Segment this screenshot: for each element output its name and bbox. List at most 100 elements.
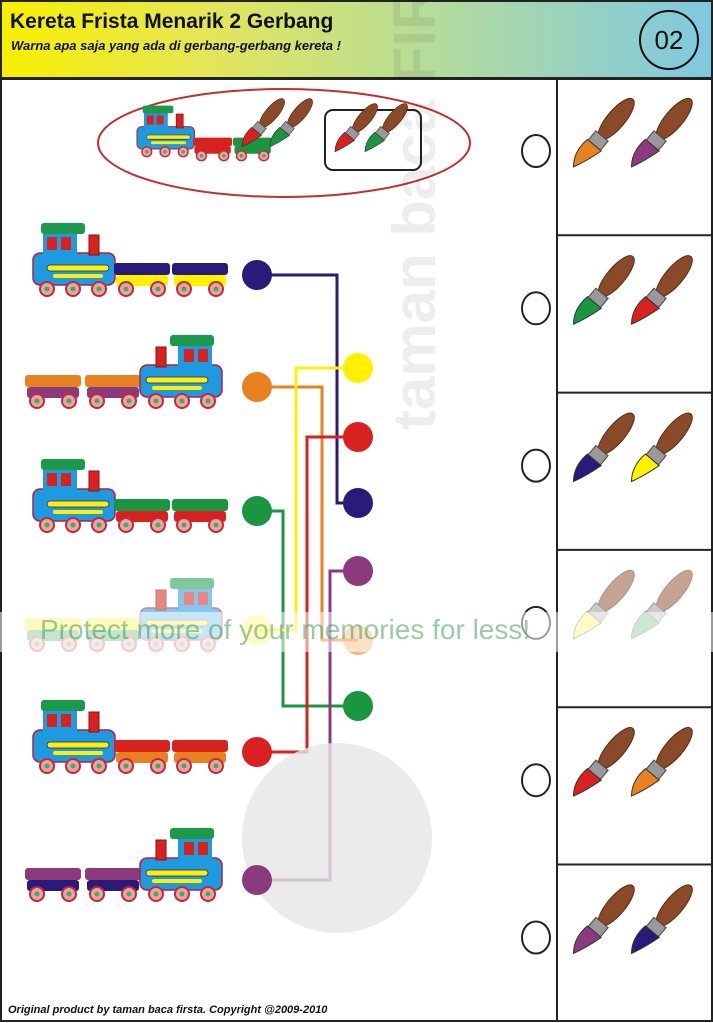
brush-tip	[630, 138, 661, 168]
wheel-hub	[155, 522, 161, 528]
locomotive-roof	[41, 700, 85, 711]
wheel-hub	[123, 522, 129, 528]
right-match-dot[interactable]	[343, 353, 373, 383]
wheel-hub	[123, 286, 129, 292]
train-car	[172, 499, 228, 533]
paintbrush-icon	[572, 412, 635, 483]
connector-line	[257, 435, 358, 754]
wheel-hub	[145, 150, 149, 154]
train-row	[32, 223, 228, 297]
car-top	[85, 375, 141, 387]
header-banner: Kereta Frista Menarik 2 Gerbang Warna ap…	[0, 0, 713, 80]
example-group	[97, 88, 471, 198]
wheel-hub	[94, 398, 100, 404]
instruction-text: Warna apa saja yang ada di gerbang-gerba…	[11, 38, 341, 53]
wheel-hub	[126, 398, 132, 404]
window	[47, 714, 57, 727]
stripe	[152, 879, 202, 883]
brush-tip	[364, 131, 386, 153]
car-top	[25, 375, 81, 387]
locomotive-roof	[142, 105, 174, 114]
car-top	[114, 263, 170, 275]
wheel-hub	[123, 763, 129, 769]
wheel-hub	[205, 891, 211, 897]
brush-tip	[630, 296, 661, 325]
answer-choice-circle[interactable]	[521, 291, 551, 326]
faded-blob	[242, 743, 432, 933]
wheel-hub	[213, 286, 219, 292]
right-match-dot[interactable]	[343, 422, 373, 452]
chimney	[175, 113, 184, 129]
wheel-hub	[70, 286, 76, 292]
answer-choice-circle[interactable]	[521, 448, 551, 483]
train-car	[25, 375, 81, 409]
answer-choice-circle[interactable]	[521, 920, 551, 955]
vertical-watermark: taman baca FIRSTA	[381, 0, 448, 430]
window	[184, 592, 194, 605]
car-top	[193, 137, 233, 146]
window	[198, 842, 208, 855]
left-match-dot[interactable]	[242, 496, 272, 526]
paintbrush-icon	[334, 103, 378, 153]
stripe	[53, 510, 103, 514]
brush-tip	[630, 925, 661, 955]
train-car	[85, 375, 141, 409]
wheel-hub	[199, 154, 204, 158]
locomotive-roof	[41, 459, 85, 470]
wheel-hub	[205, 398, 211, 404]
wheel-hub	[179, 891, 185, 897]
car-top	[114, 499, 170, 511]
right-match-dot[interactable]	[343, 691, 373, 721]
wheel-hub	[96, 763, 102, 769]
paintbrush-icon	[630, 97, 693, 168]
stripe	[146, 134, 191, 140]
window	[47, 473, 57, 486]
footer-copyright: Original product by taman baca firsta. C…	[8, 1004, 328, 1016]
locomotive-roof	[41, 223, 85, 234]
right-match-dot[interactable]	[343, 488, 373, 518]
wheel-hub	[66, 398, 72, 404]
answer-choice-circle[interactable]	[521, 763, 551, 798]
chimney	[155, 839, 167, 861]
paintbrush-icon	[364, 103, 408, 153]
answer-option	[572, 97, 693, 168]
stripe	[151, 141, 186, 145]
page-title: Kereta Frista Menarik 2 Gerbang	[10, 10, 334, 33]
left-match-dot[interactable]	[242, 737, 272, 767]
wheel-hub	[181, 286, 187, 292]
paintbrush-icon	[572, 884, 635, 955]
right-match-dot[interactable]	[343, 556, 373, 586]
stripe	[145, 869, 209, 877]
locomotive	[32, 700, 116, 774]
paintbrush-icon	[572, 255, 635, 325]
wheel-hub	[213, 763, 219, 769]
window	[184, 349, 194, 362]
brush-tip	[334, 131, 356, 153]
watermark-band	[0, 612, 713, 652]
wheel-hub	[70, 763, 76, 769]
left-match-dot[interactable]	[242, 260, 272, 290]
brush-tip	[630, 767, 661, 797]
stripe	[46, 741, 110, 749]
brush-tip	[572, 296, 603, 325]
car-top	[172, 263, 228, 275]
car-top	[85, 868, 141, 880]
locomotive	[32, 459, 116, 533]
wheel-hub	[181, 763, 187, 769]
left-match-dot[interactable]	[242, 865, 272, 895]
locomotive	[139, 828, 223, 902]
answer-option	[572, 255, 693, 325]
window	[198, 592, 208, 605]
wheel-hub	[34, 891, 40, 897]
train-car	[114, 499, 170, 533]
window	[198, 349, 208, 362]
left-match-dot[interactable]	[242, 372, 272, 402]
wheel-hub	[44, 763, 50, 769]
train-car	[114, 263, 170, 297]
wheel-hub	[163, 150, 167, 154]
car-top	[172, 740, 228, 752]
stripe	[46, 264, 110, 272]
answer-choice-circle[interactable]	[521, 134, 551, 168]
